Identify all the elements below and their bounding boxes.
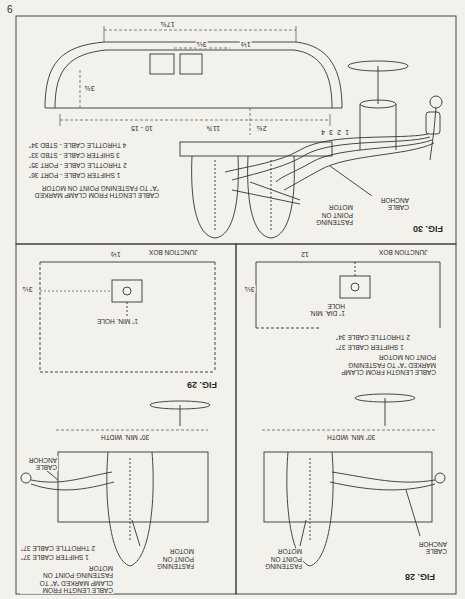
junction-box (256, 262, 440, 328)
callout-number: 2 (336, 128, 342, 136)
dimension: 11⅞ (206, 124, 221, 132)
control-cables (300, 472, 445, 546)
cable-length-heading: CABLE LENGTH FROM CLAMP MARKED "A" TO FA… (335, 354, 437, 376)
cable-length-note: 1 SHIFTER CABLE 37" (335, 344, 405, 351)
boat-hull (262, 430, 436, 566)
dimension: 10 - 15 (130, 124, 154, 132)
figure-number: FIG. 29 (186, 380, 218, 390)
dimension: 1½ (240, 40, 252, 48)
steering-wheel (150, 401, 210, 426)
dimension: 17¾ (160, 20, 176, 28)
dimension: 3¼ (22, 285, 34, 293)
junction-box (40, 262, 215, 372)
steering-wheel (355, 394, 415, 426)
cable-length-heading: CABLE LENGTH FROM CLAMP MARKED "A" TO FA… (20, 564, 114, 594)
part-label: CABLE ANCHOR (370, 196, 410, 211)
dimension: 12 (300, 250, 310, 258)
callout-number: 4 (320, 128, 326, 136)
part-label: 1" DIA. MIN. HOLE (300, 302, 346, 317)
dimension: 30" MIN. WIDTH (326, 434, 376, 441)
part-label: CABLE ANCHOR (412, 540, 448, 555)
dimension: 2¾ (256, 124, 268, 132)
cable-length-note: 1 SHIFTER CABLE 37" (20, 554, 90, 561)
panel-frame (16, 16, 456, 244)
dimension: 30" MIN. WIDTH (100, 434, 150, 441)
dimension: 3¼ (196, 40, 208, 48)
part-label: FASTENING POINT ON MOTOR (300, 204, 354, 226)
dimension: 3¾ (84, 84, 96, 92)
cable-length-note: 4 THROTTLE CABLE - STBD 34" (28, 142, 127, 149)
dimension-lines (60, 26, 330, 135)
figure-number: FIG. 30 (412, 224, 444, 234)
panel-frame (236, 244, 456, 594)
part-label: 1" MIN. HOLE (95, 318, 139, 325)
control-cables (225, 134, 434, 204)
remote-control (426, 96, 442, 160)
cable-length-note: 2 THROTTLE CABLE 37" (20, 545, 96, 552)
cable-length-note: 1 SHIFTER CABLE - PORT 36" (28, 172, 121, 179)
cable-length-note: 2 THROTTLE CABLE 34" (335, 334, 411, 341)
boat-transom (45, 42, 342, 108)
part-label: FASTENING POINT ON MOTOR (148, 548, 195, 570)
figure-number: FIG. 28 (404, 572, 436, 582)
part-label: CABLE ANCHOR (22, 456, 58, 471)
dimension: 1½ (110, 250, 122, 258)
page-number: 6 (6, 4, 14, 16)
panel-frame (16, 244, 236, 594)
callout-number: 3 (328, 128, 334, 136)
cable-length-note: 3 SHIFTER CABLE - STBD 33" (28, 152, 121, 159)
control-cables (21, 470, 140, 546)
cable-length-heading: CABLE LENGTH FROM CLAMP MARKED "A" TO FA… (28, 184, 160, 199)
part-label: FASTENING POINT ON MOTOR (256, 548, 303, 570)
part-label: JUNCTION BOX (378, 249, 428, 256)
part-label: JUNCTION BOX (148, 249, 198, 256)
cable-length-note: 2 THROTTLE CABLE - PORT 35" (28, 162, 128, 169)
dimension: 3¼ (244, 285, 256, 293)
callout-number: 1 (344, 128, 350, 136)
